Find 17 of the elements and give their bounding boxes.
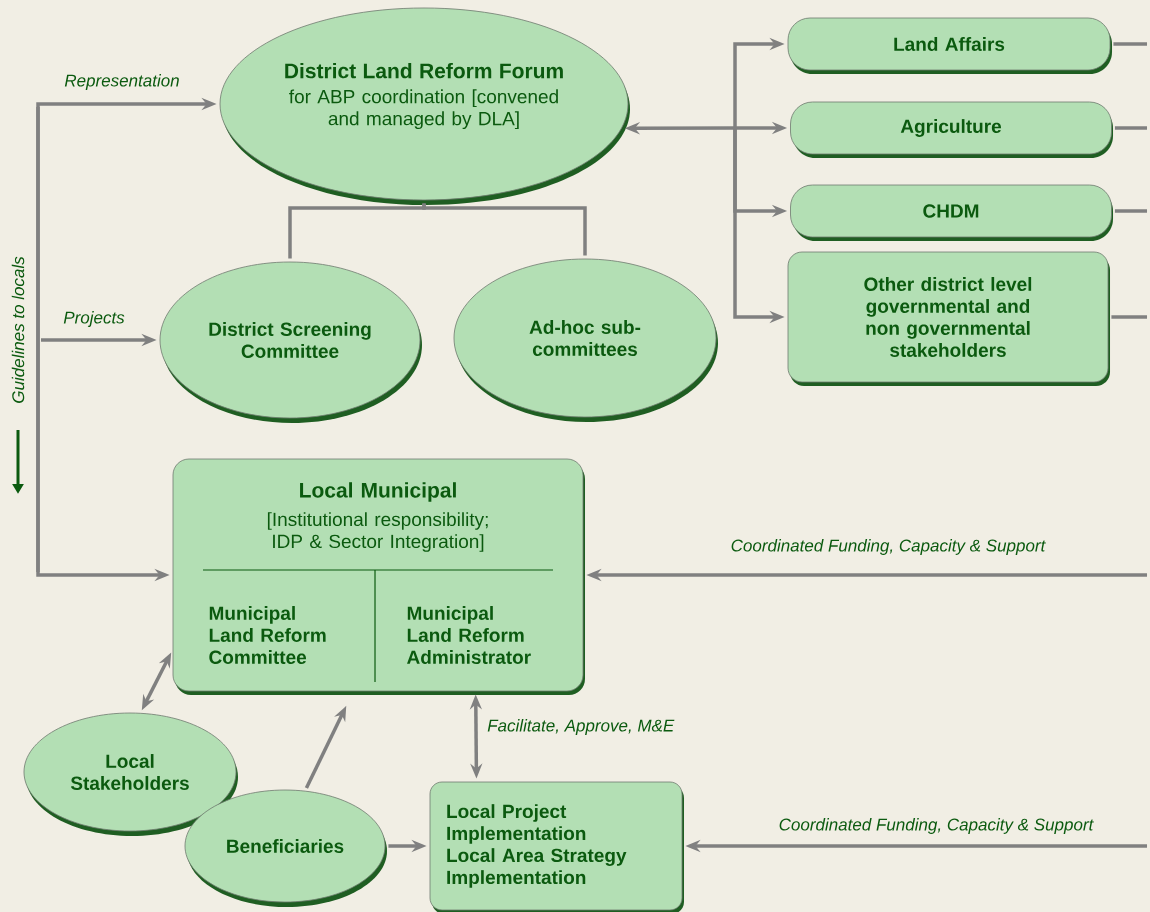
ellipse-node: Beneficiaries [184,789,387,907]
ellipse-node: District Screening Committee [159,261,422,423]
rounded-box: CHDM [790,184,1113,241]
ellipse-node: Ad-hoc sub-committees [453,258,718,422]
edge-label: Facilitate, Approve, M&E [487,719,675,735]
edge-label: Coordinated Funding, Capacity & Support [731,539,1046,555]
ellipse-node: District Land Reform Forum for ABP coordination [convened and managed by DLA] [219,7,630,205]
rounded-box: Other district level governmental and non governmental stakeholders [787,251,1110,386]
edge-label: Projects [63,311,125,327]
rounded-box: Local Project Implementation Local Area Strategy Implementation [429,781,684,912]
rounded-box: Land Affairs [787,17,1112,74]
edge-label: Representation [64,74,179,90]
ellipse-node: Local Stakeholders [23,712,238,836]
panel-box: Local Municipal [Institutional responsibility; IDP & Sector Integration] Municipal Land Reform Committee Municipal Land Reform Administrator [172,458,585,695]
edge-label: Coordinated Funding, Capacity & Support [779,818,1094,834]
rounded-box: Agriculture [790,101,1113,158]
side-label: Guidelines to locals [11,256,25,403]
